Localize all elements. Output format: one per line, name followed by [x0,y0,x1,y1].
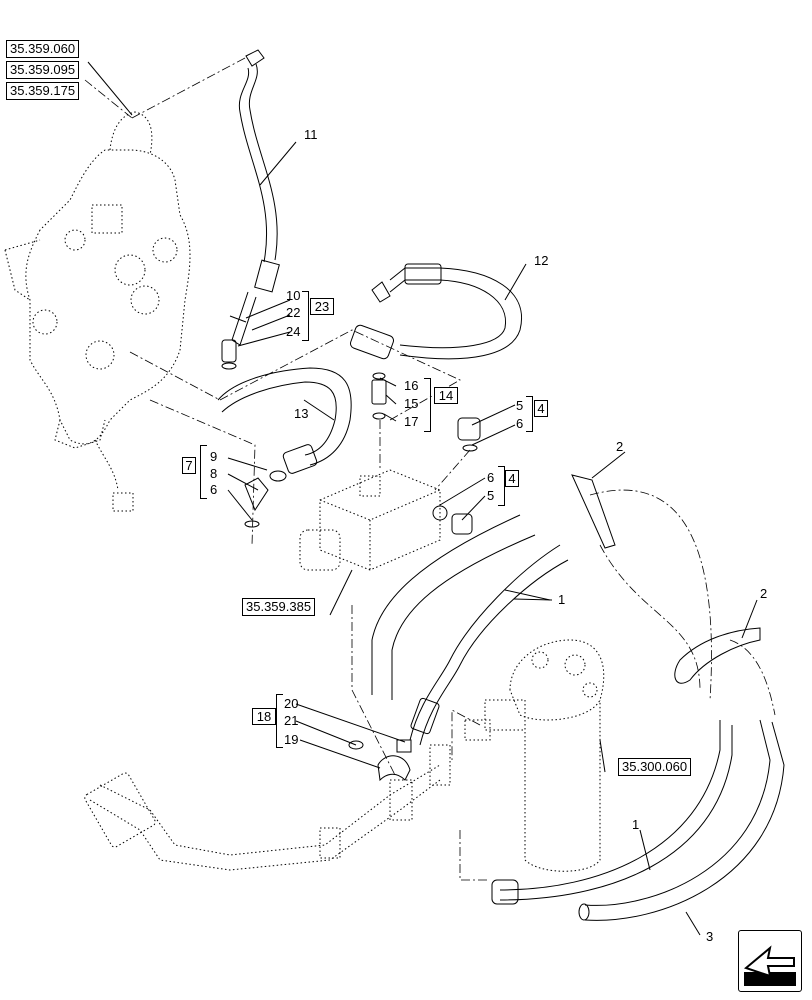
callout-number: 11 [304,127,318,142]
callout-number: 21 [284,713,299,728]
callout-number: 5 [487,488,495,503]
callout-number: 3 [706,929,714,944]
callout-number: 20 [284,696,299,711]
reference-link[interactable]: 35.300.060 [618,758,692,776]
callout-number: 6 [210,482,218,497]
group-box: 23 [310,298,334,315]
hose-1-upper [371,514,569,746]
callout-number: 2 [616,439,624,454]
reference-link[interactable]: 35.359.060 [6,40,80,58]
callout-number: 6 [487,470,495,485]
hose-11 [221,49,297,370]
group-box: 4 [534,400,548,417]
bracket-4a [526,396,533,432]
bracket-7 [200,445,207,499]
callout-number: 19 [284,732,299,747]
fitting-19-21 [295,703,412,782]
callout-number: 22 [286,305,301,320]
group-box: 14 [434,387,458,404]
callout-number: 10 [286,288,301,303]
filter-assembly [464,639,605,872]
arrow-left-icon [743,945,796,986]
fittings [227,372,516,535]
callout-number: 2 [760,586,768,601]
bracket-14 [424,378,431,432]
control-valve [4,111,191,512]
callout-number: 1 [558,592,566,607]
callout-number: 24 [286,324,301,339]
group-box: 7 [182,457,196,474]
hose-12 [350,263,527,360]
back-button[interactable] [738,930,802,992]
strap-2 [571,451,761,684]
callout-number: 8 [210,466,218,481]
reference-link[interactable]: 35.359.095 [6,61,80,79]
bracket-4b [498,466,505,506]
callout-number: 13 [294,406,309,421]
valve-block [299,469,441,571]
hose-1-3-lower [491,719,785,936]
reference-link[interactable]: 35.359.385 [242,598,316,616]
callout-number: 9 [210,449,218,464]
callout-number: 1 [632,817,640,832]
reference-link[interactable]: 35.359.175 [6,82,80,100]
lower-pipe [84,744,451,871]
hose-13 [217,367,352,474]
callout-number: 6 [516,416,524,431]
callout-number: 16 [404,378,419,393]
callout-number: 12 [534,253,549,268]
reference-leaders [87,61,606,773]
callout-number: 5 [516,398,524,413]
callout-number: 15 [404,396,419,411]
bracket-18 [276,694,283,748]
callout-number: 17 [404,414,419,429]
group-box: 18 [252,708,276,725]
group-box: 4 [505,470,519,487]
bracket-23 [302,291,309,341]
